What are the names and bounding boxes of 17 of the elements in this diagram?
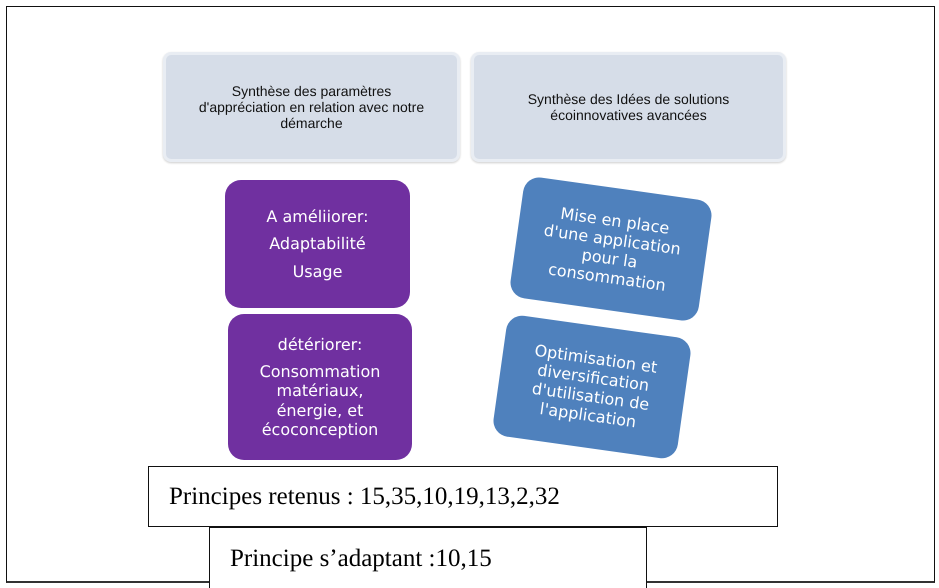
header-box <box>471 52 786 162</box>
box-text: Mise en place d'une application pour la consommation <box>542 202 684 298</box>
principles-box <box>148 466 778 527</box>
box-text: détériorer: <box>278 335 362 354</box>
box-text: Adaptabilité <box>269 234 366 254</box>
box-text: Optimisation et diversification d'utilisation de l'application <box>530 339 660 434</box>
box-text: Principe s’adaptant :10,15 <box>230 545 492 573</box>
box-text: Consommation matériaux, énergie, et écoconception <box>258 362 382 439</box>
criteria-box <box>228 314 412 460</box>
criteria-box <box>225 180 410 308</box>
box-text: Usage <box>292 262 342 281</box>
box-text: A améliiorer: <box>266 207 369 226</box>
box-text: Synthèse des Idées de solutions écoinnovatives avancées <box>526 91 730 123</box>
principles-box <box>209 527 647 588</box>
box-text: Synthèse des paramètres d'appréciation en relation avec notre démarche <box>198 83 426 131</box>
box-text: Principes retenus : 15,35,10,19,13,2,32 <box>169 482 560 510</box>
header-box <box>163 52 460 162</box>
